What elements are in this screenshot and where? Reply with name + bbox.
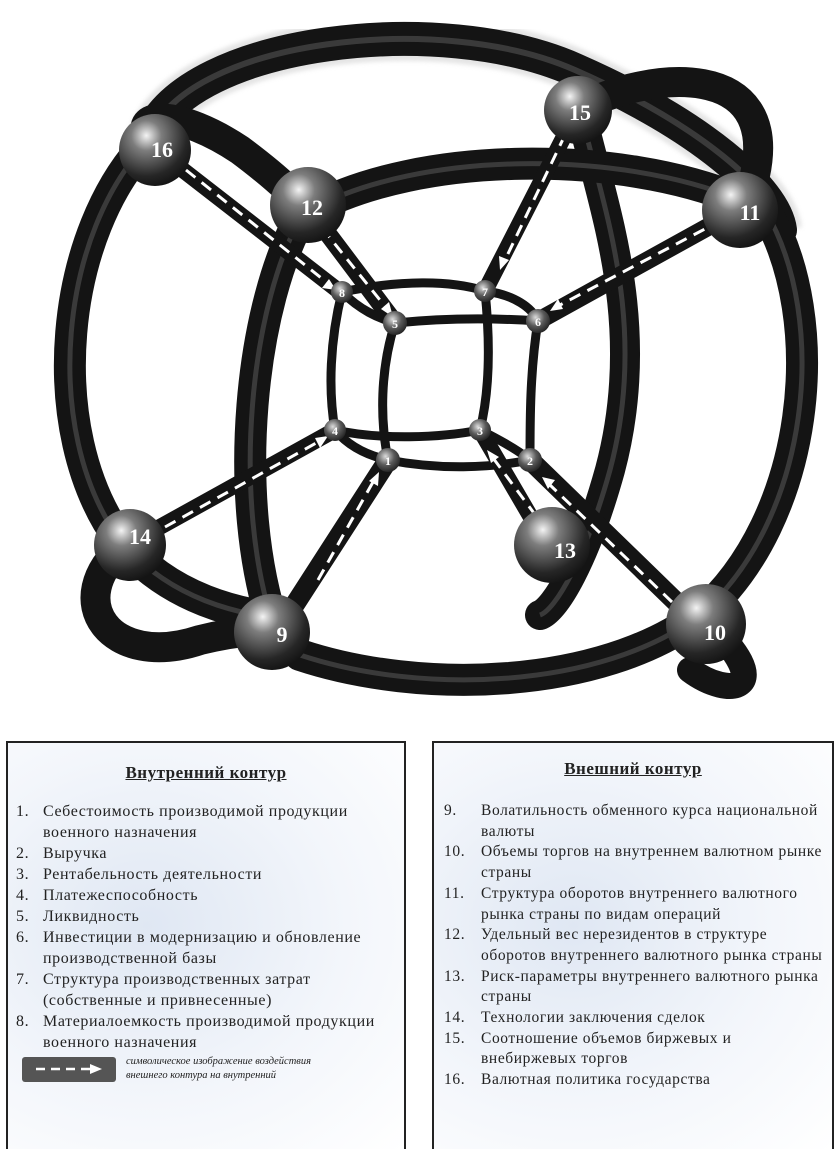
- node-5: 5: [383, 311, 407, 335]
- item-number: 8.: [16, 1011, 43, 1053]
- list-item: 4.Платежеспособность: [16, 885, 396, 906]
- list-item: 5.Ликвидность: [16, 906, 396, 927]
- item-number: 11.: [444, 884, 481, 925]
- svg-text:16: 16: [151, 137, 173, 162]
- svg-text:3: 3: [477, 424, 483, 438]
- node-8: 8: [331, 281, 353, 303]
- item-text: Удельный вес нерезидентов в структуре об…: [481, 925, 824, 966]
- node-6: 6: [526, 309, 550, 333]
- legend-caption: символическое изображение воздействия вн…: [126, 1055, 346, 1083]
- node-7: 7: [474, 280, 496, 302]
- item-text: Структура оборотов внутреннего валютного…: [481, 884, 824, 925]
- item-number: 12.: [444, 925, 481, 966]
- outer-contour-title: Внешний контур: [434, 743, 832, 779]
- list-item: 8.Материалоемкость производимой продукци…: [16, 1011, 396, 1053]
- svg-text:4: 4: [332, 424, 338, 438]
- svg-text:13: 13: [554, 538, 576, 563]
- list-item: 10.Объемы торгов на внутреннем валютном …: [444, 842, 824, 883]
- item-number: 1.: [16, 801, 43, 843]
- item-number: 7.: [16, 969, 43, 1011]
- item-text: Инвестиции в модернизацию и обновление п…: [43, 927, 396, 969]
- item-number: 9.: [444, 801, 481, 842]
- item-text: Валютная политика государства: [481, 1070, 824, 1091]
- svg-text:10: 10: [704, 620, 726, 645]
- svg-text:12: 12: [301, 195, 323, 220]
- list-item: 11.Структура оборотов внутреннего валютн…: [444, 884, 824, 925]
- list-item: 7.Структура производственных затрат (соб…: [16, 969, 396, 1011]
- node-15: 15: [544, 76, 612, 144]
- svg-text:14: 14: [129, 524, 151, 549]
- item-text: Себестоимость производимой продукции вое…: [43, 801, 396, 843]
- node-4: 4: [324, 419, 346, 441]
- node-3: 3: [469, 419, 491, 441]
- svg-text:15: 15: [569, 100, 591, 125]
- list-item: 16.Валютная политика государства: [444, 1070, 824, 1091]
- item-number: 16.: [444, 1070, 481, 1091]
- list-item: 2.Выручка: [16, 843, 396, 864]
- node-12: 12: [270, 167, 346, 243]
- svg-text:9: 9: [277, 622, 288, 647]
- item-number: 13.: [444, 967, 481, 1008]
- svg-text:1: 1: [385, 454, 391, 468]
- list-item: 6.Инвестиции в модернизацию и обновление…: [16, 927, 396, 969]
- item-text: Волатильность обменного курса национальн…: [481, 801, 824, 842]
- item-number: 15.: [444, 1029, 481, 1070]
- item-text: Платежеспособность: [43, 885, 396, 906]
- node-10: 10: [666, 584, 746, 664]
- node-9: 9: [234, 594, 310, 670]
- svg-text:7: 7: [482, 285, 488, 299]
- svg-text:11: 11: [740, 200, 761, 225]
- item-number: 5.: [16, 906, 43, 927]
- item-number: 14.: [444, 1008, 481, 1029]
- inner-contour-list: 1.Себестоимость производимой продукции в…: [8, 801, 404, 1053]
- svg-text:8: 8: [339, 286, 345, 300]
- item-text: Соотношение объемов биржевых и внебиржев…: [481, 1029, 824, 1070]
- legend: символическое изображение воздействия вн…: [8, 1055, 404, 1083]
- list-item: 12.Удельный вес нерезидентов в структуре…: [444, 925, 824, 966]
- item-text: Структура производственных затрат (собст…: [43, 969, 396, 1011]
- inner-contour-panel: Внутренний контур 1.Себестоимость произв…: [6, 741, 406, 1149]
- node-16: 16: [119, 114, 191, 186]
- svg-text:6: 6: [535, 315, 541, 329]
- item-text: Рентабельность деятельности: [43, 864, 396, 885]
- item-number: 4.: [16, 885, 43, 906]
- svg-text:2: 2: [527, 454, 533, 468]
- node-2: 2: [518, 448, 542, 472]
- outer-contour-panel: Внешний контур 9.Волатильность обменного…: [432, 741, 834, 1149]
- item-number: 10.: [444, 842, 481, 883]
- item-text: Риск-параметры внутреннего валютного рын…: [481, 967, 824, 1008]
- inner-contour-cube: [331, 283, 538, 467]
- outer-contour-list: 9.Волатильность обменного курса национал…: [434, 801, 832, 1091]
- list-item: 1.Себестоимость производимой продукции в…: [16, 801, 396, 843]
- item-text: Ликвидность: [43, 906, 396, 927]
- list-item: 9.Волатильность обменного курса национал…: [444, 801, 824, 842]
- connection-spokes: [140, 115, 735, 630]
- item-text: Выручка: [43, 843, 396, 864]
- dashed-arrow-icon: [22, 1057, 116, 1082]
- node-1: 1: [376, 448, 400, 472]
- inner-contour-title: Внутренний контур: [8, 743, 404, 783]
- item-text: Объемы торгов на внутреннем валютном рын…: [481, 842, 824, 883]
- list-item: 15.Соотношение объемов биржевых и внебир…: [444, 1029, 824, 1070]
- list-item: 13.Риск-параметры внутреннего валютного …: [444, 967, 824, 1008]
- item-number: 2.: [16, 843, 43, 864]
- item-number: 6.: [16, 927, 43, 969]
- svg-text:5: 5: [392, 317, 398, 331]
- tesseract-diagram: 1 2 3 4 5 6 7 8 9 10 11 12 13 14 15 16: [0, 0, 834, 715]
- node-11: 11: [702, 172, 778, 248]
- node-13: 13: [514, 507, 590, 583]
- item-text: Материалоемкость производимой продукции …: [43, 1011, 396, 1053]
- item-number: 3.: [16, 864, 43, 885]
- list-item: 3.Рентабельность деятельности: [16, 864, 396, 885]
- node-14: 14: [94, 509, 166, 581]
- item-text: Технологии заключения сделок: [481, 1008, 824, 1029]
- list-item: 14.Технологии заключения сделок: [444, 1008, 824, 1029]
